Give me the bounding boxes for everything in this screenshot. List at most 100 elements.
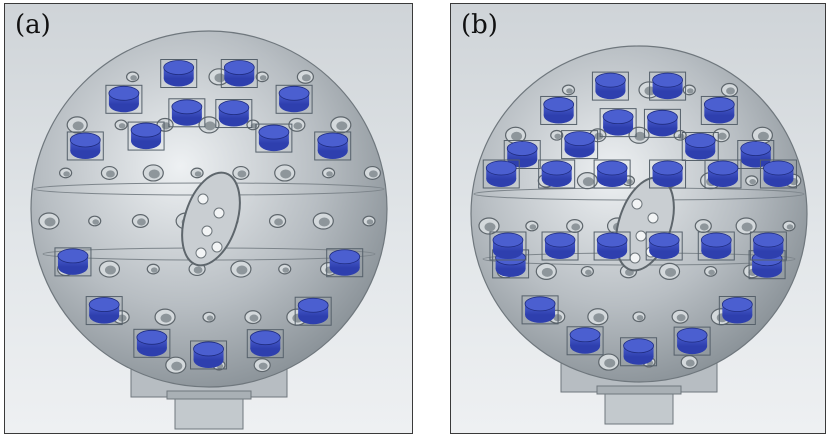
detector-mount bbox=[681, 131, 719, 161]
port-hole-icon bbox=[594, 132, 604, 140]
port-hole-icon bbox=[554, 133, 562, 139]
detector-icon bbox=[647, 109, 678, 125]
detector-mount bbox=[759, 159, 797, 189]
port-hole-icon bbox=[686, 88, 694, 94]
port-hole-icon bbox=[717, 132, 727, 140]
port-hole-icon bbox=[366, 219, 374, 225]
port-hole-icon bbox=[104, 265, 116, 275]
port-hole-icon bbox=[118, 123, 126, 129]
detector-icon bbox=[69, 132, 101, 148]
bottom-flange bbox=[174, 394, 244, 430]
flange-rim bbox=[596, 385, 682, 395]
oval-hole-icon bbox=[629, 252, 641, 264]
detector-icon bbox=[569, 327, 601, 343]
port-hole-icon bbox=[214, 73, 226, 83]
port-hole-icon bbox=[566, 88, 573, 94]
detector-mount bbox=[105, 84, 143, 114]
port-hole-icon bbox=[626, 178, 633, 185]
detector-mount bbox=[649, 71, 687, 101]
detector-mount bbox=[645, 231, 683, 261]
detector-icon bbox=[136, 329, 168, 345]
detector-mount bbox=[246, 329, 284, 359]
detector-icon bbox=[492, 232, 524, 248]
detector-mount bbox=[482, 159, 520, 189]
port-hole-icon bbox=[585, 269, 592, 276]
detector-mount bbox=[718, 295, 756, 325]
oval-hole-icon bbox=[647, 212, 659, 224]
detector-mount bbox=[538, 159, 576, 189]
port-hole-icon bbox=[326, 171, 333, 177]
detector-mount bbox=[697, 231, 735, 261]
oval-hole-icon bbox=[201, 225, 213, 237]
detector-mount bbox=[749, 231, 787, 261]
detector-icon bbox=[707, 160, 739, 176]
detector-icon bbox=[623, 338, 654, 354]
port-hole-icon bbox=[368, 170, 378, 178]
oval-hole-icon bbox=[211, 241, 223, 253]
port-hole-icon bbox=[280, 169, 292, 179]
detector-mount bbox=[133, 328, 171, 358]
detector-icon bbox=[506, 141, 538, 156]
detector-icon bbox=[543, 97, 575, 112]
detector-mount bbox=[255, 123, 293, 153]
detector-icon bbox=[88, 297, 120, 312]
detector-icon bbox=[218, 100, 250, 115]
detector-mount bbox=[54, 247, 92, 277]
detector-icon bbox=[596, 160, 628, 176]
detector-icon bbox=[57, 248, 89, 264]
chamber-render-a bbox=[30, 30, 388, 430]
port-hole-icon bbox=[676, 314, 686, 322]
detector-icon bbox=[763, 160, 794, 176]
port-hole-icon bbox=[92, 219, 100, 225]
detector-mount bbox=[66, 131, 104, 161]
detector-icon bbox=[721, 297, 753, 312]
detector-icon bbox=[171, 99, 203, 115]
port-hole-icon bbox=[259, 75, 267, 81]
oval-hole-icon bbox=[631, 198, 643, 210]
detector-mount bbox=[566, 326, 604, 356]
detector-mount bbox=[673, 326, 711, 356]
port-hole-icon bbox=[636, 315, 644, 321]
detector-mount bbox=[314, 131, 352, 161]
detector-icon bbox=[278, 85, 310, 101]
detector-mount bbox=[215, 99, 253, 129]
detector-mount bbox=[704, 159, 742, 189]
port-hole-icon bbox=[511, 131, 523, 141]
detector-icon bbox=[740, 141, 772, 156]
port-hole-icon bbox=[44, 217, 56, 227]
port-hole-icon bbox=[708, 269, 715, 276]
detector-mount bbox=[127, 121, 165, 151]
port-hole-icon bbox=[171, 361, 183, 371]
detector-icon bbox=[652, 160, 683, 176]
port-hole-icon bbox=[237, 170, 247, 178]
port-hole-icon bbox=[593, 313, 605, 323]
port-hole-icon bbox=[318, 217, 330, 227]
detector-mount bbox=[561, 130, 599, 160]
detector-icon bbox=[524, 296, 556, 312]
port-hole-icon bbox=[541, 267, 553, 277]
oval-hole-icon bbox=[213, 207, 225, 219]
oval-hole-icon bbox=[197, 193, 209, 205]
port-hole-icon bbox=[194, 171, 202, 177]
detector-mount bbox=[503, 140, 541, 170]
detector-mount bbox=[591, 71, 629, 101]
port-hole-icon bbox=[258, 362, 268, 370]
oval-hole-icon bbox=[195, 247, 207, 259]
detector-mount bbox=[521, 295, 559, 325]
detector-icon bbox=[752, 232, 784, 248]
port-hole-icon bbox=[106, 170, 115, 178]
port-hole-icon bbox=[293, 122, 303, 130]
detector-mount bbox=[275, 84, 313, 114]
detector-icon bbox=[564, 131, 596, 147]
port-hole-icon bbox=[137, 218, 146, 226]
detector-mount bbox=[326, 248, 364, 278]
detector-mount bbox=[294, 296, 332, 326]
bottom-flange bbox=[604, 389, 674, 425]
detector-mount bbox=[593, 231, 631, 261]
port-hole-icon bbox=[130, 75, 137, 81]
panel-b: (b) bbox=[450, 3, 826, 434]
detector-mount bbox=[489, 231, 527, 261]
detector-icon bbox=[297, 297, 329, 313]
detector-icon bbox=[700, 232, 732, 248]
detector-icon bbox=[652, 72, 683, 88]
